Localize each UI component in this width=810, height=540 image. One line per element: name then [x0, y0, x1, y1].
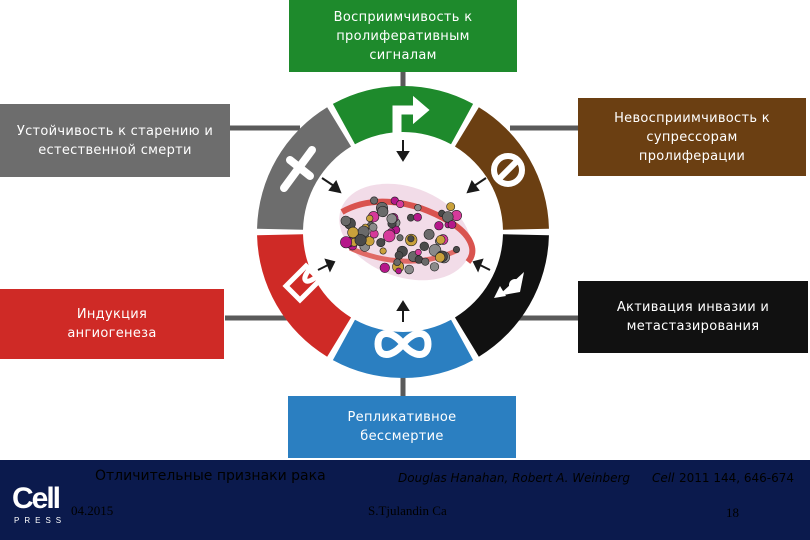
hallmark-proliferative-signals: Восприимчивость к пролиферативным сигнал… — [289, 0, 517, 72]
hallmark-angiogenesis: Индукция ангиогенеза — [0, 289, 224, 359]
ring-segment-brown — [454, 107, 549, 230]
tumor-cell — [435, 252, 446, 263]
tumor-cell — [419, 241, 429, 252]
no-entry-icon — [491, 153, 525, 187]
tumor-cell — [446, 202, 456, 211]
tumor-cell — [421, 257, 430, 266]
hallmark-evade-suppressors-label: Невосприимчивость к супрессорам пролифер… — [614, 110, 770, 164]
dagger-cross-icon — [280, 146, 316, 192]
tumor-cell — [407, 235, 415, 243]
blood-vessel-icon — [282, 260, 326, 304]
ring-segment-green — [332, 85, 474, 145]
logo-press-text: PRESS — [14, 516, 67, 525]
citation-ref: 2011 144, 646-674 — [679, 471, 795, 485]
tumor-cells-icon — [339, 183, 476, 281]
tumor-cell — [370, 196, 379, 205]
hallmark-resist-death: Устойчивость к старению и естественной с… — [0, 104, 230, 177]
inward-arrows — [317, 140, 491, 322]
hallmarks-diagram — [225, 72, 580, 396]
tumor-cell — [436, 235, 446, 245]
rocket-icon — [494, 272, 524, 298]
tumor-cell — [404, 264, 414, 275]
tumor-cell — [423, 228, 435, 240]
tumor-cell — [413, 212, 422, 222]
tumor-cell — [442, 211, 454, 223]
tumor-cell — [434, 221, 444, 231]
hallmark-evade-suppressors: Невосприимчивость к супрессорам пролифер… — [578, 98, 806, 176]
tumor-cell — [406, 213, 415, 222]
hallmark-proliferative-signals-label: Восприимчивость к пролиферативным сигнал… — [333, 9, 473, 63]
citation-authors: Douglas Hanahan, Robert A. Weinberg — [398, 471, 631, 485]
tumor-cell — [414, 204, 422, 212]
tumor-cell — [386, 213, 398, 225]
hallmark-angiogenesis-label: Индукция ангиогенеза — [67, 307, 157, 341]
tumor-cell — [354, 234, 367, 247]
tumor-cell — [396, 234, 404, 242]
page-number: 18 — [726, 505, 739, 520]
tumor-cell — [452, 246, 460, 254]
hallmark-resist-death-label: Устойчивость к старению и естественной с… — [16, 123, 214, 158]
hallmark-immortality: Репликативное бессмертие — [288, 396, 516, 458]
tumor-cell — [366, 214, 374, 222]
tumor-cell — [394, 251, 404, 260]
tumor-cell — [340, 215, 351, 227]
tumor-cell — [396, 200, 405, 209]
infinity-icon — [374, 330, 432, 358]
tumor-cell — [379, 262, 390, 273]
slide-footer — [0, 460, 810, 540]
tumor-cell — [414, 248, 422, 256]
citation-journal: Cell — [652, 471, 675, 485]
hallmark-invasion-metastasis: Активация инвазии и метастазирования — [578, 281, 808, 353]
tumor-cell — [376, 238, 386, 248]
tumor-cell — [340, 236, 353, 249]
tumor-cell — [383, 229, 396, 243]
tumor-cell — [379, 247, 387, 255]
hallmark-invasion-metastasis-label: Активация инвазии и метастазирования — [616, 300, 770, 334]
tumor-cell — [368, 222, 378, 232]
footer-author: S.Tjulandin Ca — [368, 503, 447, 518]
tumor-cell — [447, 220, 457, 229]
tumor-cell — [393, 258, 401, 266]
cell-press-logo: Cell PRESS — [8, 482, 68, 528]
tumor-cell — [395, 267, 402, 275]
logo-cell-text: Cell — [12, 482, 61, 515]
arrow-up-right-icon — [392, 95, 430, 140]
footer-date: 04.2015 — [71, 503, 114, 518]
tumor-cell — [429, 262, 440, 272]
hallmark-immortality-label: Репликативное бессмертие — [347, 410, 457, 444]
footer-title: Отличительные признаки рака — [95, 468, 326, 484]
tumor-cell — [377, 205, 389, 218]
